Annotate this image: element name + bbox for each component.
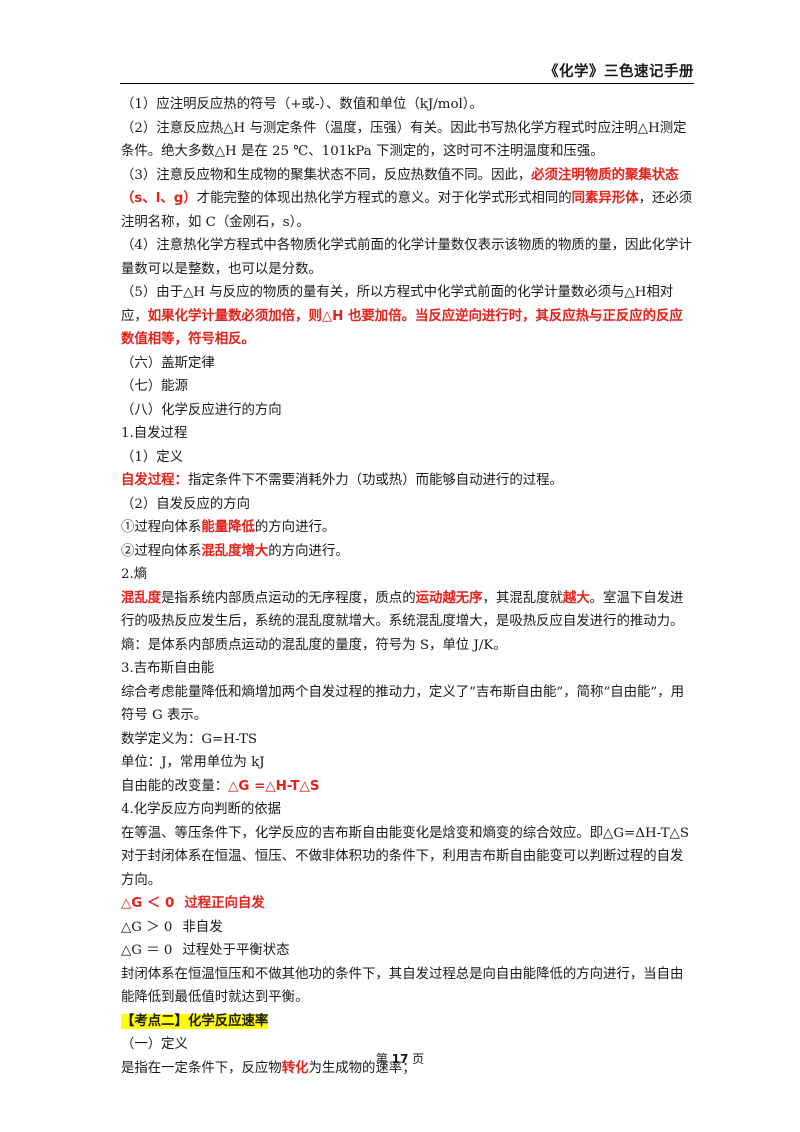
- spontaneous-text: 指定条件下不需要消耗外力（功或热）而能够自动进行的过程。: [187, 473, 563, 488]
- page-number: 第 17 页: [0, 1050, 800, 1067]
- direction-item-2: ②过程向体系混乱度增大的方向进行。: [121, 540, 695, 564]
- kaodian-definition-c: 为生成物的速率；: [308, 1060, 416, 1076]
- gibbs-change-label: 自由能的改变量：: [121, 778, 229, 794]
- entropy-emphasis-1: 运动越无序: [415, 590, 483, 606]
- criterion-zero-text: 过程处于平衡状态: [182, 943, 290, 958]
- kaodian-definition-heading: （一）定义: [121, 1037, 188, 1052]
- header-rule: [120, 83, 694, 84]
- page-number-suffix: 页: [408, 1052, 425, 1066]
- section-hess-law: （六）盖斯定律: [121, 355, 215, 371]
- direction-1-a: ①过程向体系: [121, 520, 202, 535]
- criterion-negative-text: 过程正向自发: [184, 896, 265, 911]
- heading-criteria: 4.化学反应方向判断的依据: [121, 802, 282, 817]
- entropy-term: 混乱度: [121, 590, 162, 606]
- criterion-zero-cond: △G ＝ 0: [121, 943, 173, 958]
- section-reaction-direction: （八）化学反应进行的方向: [121, 402, 282, 418]
- kaodian-definition-emphasis: 转化: [281, 1060, 309, 1076]
- page-number-prefix: 第: [375, 1052, 392, 1066]
- criteria-paragraph-2: 对于封闭体系在恒温、恒压、不做非体积功的条件下，利用吉布斯自由能变可以判断过程的…: [121, 849, 684, 888]
- entropy-text-1: 是指系统内部质点运动的无序程度，质点的: [161, 590, 416, 606]
- entropy-text-3: 。室温下自发进行的吸热反应发生后，系统的混乱度就增大。系统混乱度增大，是吸热反应…: [121, 590, 684, 630]
- subheading-definition: （1）定义: [121, 449, 184, 465]
- note-5-a: （5）由于△H 与反应的物质的量有关，所以方程式中化学式前面的化学计量数必须与△…: [121, 285, 674, 324]
- note-3: （3）注意反应物和生成物的聚集状态不同，反应热数值不同。因此，必须注明物质的聚集…: [121, 164, 695, 235]
- entropy-text-2: ，其混乱度就: [482, 590, 563, 606]
- direction-2-c: 的方向进行。: [268, 543, 349, 559]
- spontaneous-definition: 自发过程：指定条件下不需要消耗外力（功或热）而能够自动进行的过程。: [121, 469, 695, 493]
- criterion-positive-cond: △G ＞ 0: [121, 919, 173, 935]
- note-4: （4）注意热化学方程式中各物质化学式前面的化学计量数仅表示该物质的物质的量，因此…: [121, 238, 692, 277]
- gibbs-unit: 单位：J，常用单位为 kJ: [121, 755, 265, 770]
- criterion-positive-text: 非自发: [182, 919, 223, 935]
- page-content: （1）应注明反应热的符号（+或-）、数值和单位（kJ/mol）。 （2）注意反应…: [121, 93, 695, 1080]
- subheading-direction: （2）自发反应的方向: [121, 496, 251, 512]
- heading-entropy: 2.熵: [121, 567, 148, 582]
- gibbs-paragraph: 综合考虑能量降低和熵增加两个自发过程的推动力，定义了”吉布斯自由能”，简称“自由…: [121, 684, 685, 724]
- heading-gibbs: 3.吉布斯自由能: [121, 661, 215, 676]
- note-1: （1）应注明反应热的符号（+或-）、数值和单位（kJ/mol）。: [121, 97, 483, 112]
- criterion-negative: △G ＜ 0 过程正向自发: [121, 892, 695, 916]
- direction-2-emphasis: 混乱度增大: [201, 543, 269, 559]
- note-3-e: ，还必须注明名称，如 C（金刚石，s）。: [121, 191, 693, 230]
- direction-2-a: ②过程向体系: [121, 543, 202, 559]
- note-5-emphasis: 如果化学计量数必须加倍，则△H 也要加倍。当反应逆向进行时，其反应热与正反应的反…: [121, 308, 683, 348]
- criterion-positive: △G ＞ 0 非自发: [121, 916, 695, 940]
- kaodian-definition-a: 是指在一定条件下，反应物: [121, 1060, 282, 1076]
- header-title: 《化学》三色速记手册: [544, 64, 694, 80]
- direction-item-1: ①过程向体系能量降低的方向进行。: [121, 516, 695, 540]
- section-energy: （七）能源: [121, 379, 188, 394]
- page-number-value: 17: [391, 1052, 409, 1066]
- spontaneous-term: 自发过程：: [121, 473, 188, 488]
- direction-1-c: 的方向进行。: [254, 520, 336, 535]
- direction-1-emphasis: 能量降低: [201, 520, 255, 535]
- criterion-negative-cond: △G ＜ 0: [121, 896, 175, 911]
- note-3-c: 才能完整的体现出热化学方程式的意义。对于化学式形式相同的: [196, 191, 572, 206]
- entropy-paragraph: 混乱度是指系统内部质点运动的无序程度，质点的运动越无序，其混乱度就越大。室温下自…: [121, 587, 695, 634]
- criterion-zero: △G ＝ 0 过程处于平衡状态: [121, 939, 695, 963]
- gibbs-math-definition: 数学定义为：G=H-TS: [121, 731, 258, 747]
- kaodian-title: 【考点二】化学反应速率: [121, 1013, 269, 1029]
- criteria-paragraph-3: 封闭体系在恒温恒压和不做其他功的条件下，其自发过程总是向自由能降低的方向进行，当…: [121, 966, 684, 1006]
- note-3-emphasis: 必须注明物质的聚集状态（s、l、g）: [121, 167, 679, 207]
- note-3-a: （3）注意反应物和生成物的聚集状态不同，反应热数值不同。因此，: [121, 167, 532, 183]
- note-5: （5）由于△H 与反应的物质的量有关，所以方程式中化学式前面的化学计量数必须与△…: [121, 281, 695, 352]
- note-3-allotrope: 同素异形体: [571, 191, 639, 206]
- entropy-emphasis-2: 越大: [562, 590, 590, 606]
- note-2: （2）注意反应热△H 与测定条件（温度，压强）有关。因此书写热化学方程式时应注明…: [121, 120, 687, 160]
- entropy-definition: 熵：是体系内部质点运动的混乱度的量度，符号为 S，单位 J/K。: [121, 637, 507, 653]
- heading-spontaneous-process: 1.自发过程: [121, 426, 188, 441]
- kaodian-definition: 是指在一定条件下，反应物转化为生成物的速率；: [121, 1057, 695, 1081]
- kaodian-heading: 【考点二】化学反应速率: [121, 1010, 695, 1034]
- criteria-paragraph-1: 在等温、等压条件下，化学反应的吉布斯自由能变化是焓变和熵变的综合效应。即△G=Δ…: [121, 825, 690, 841]
- gibbs-formula: △G =△H-T△S: [228, 778, 320, 794]
- gibbs-change: 自由能的改变量：△G =△H-T△S: [121, 775, 695, 799]
